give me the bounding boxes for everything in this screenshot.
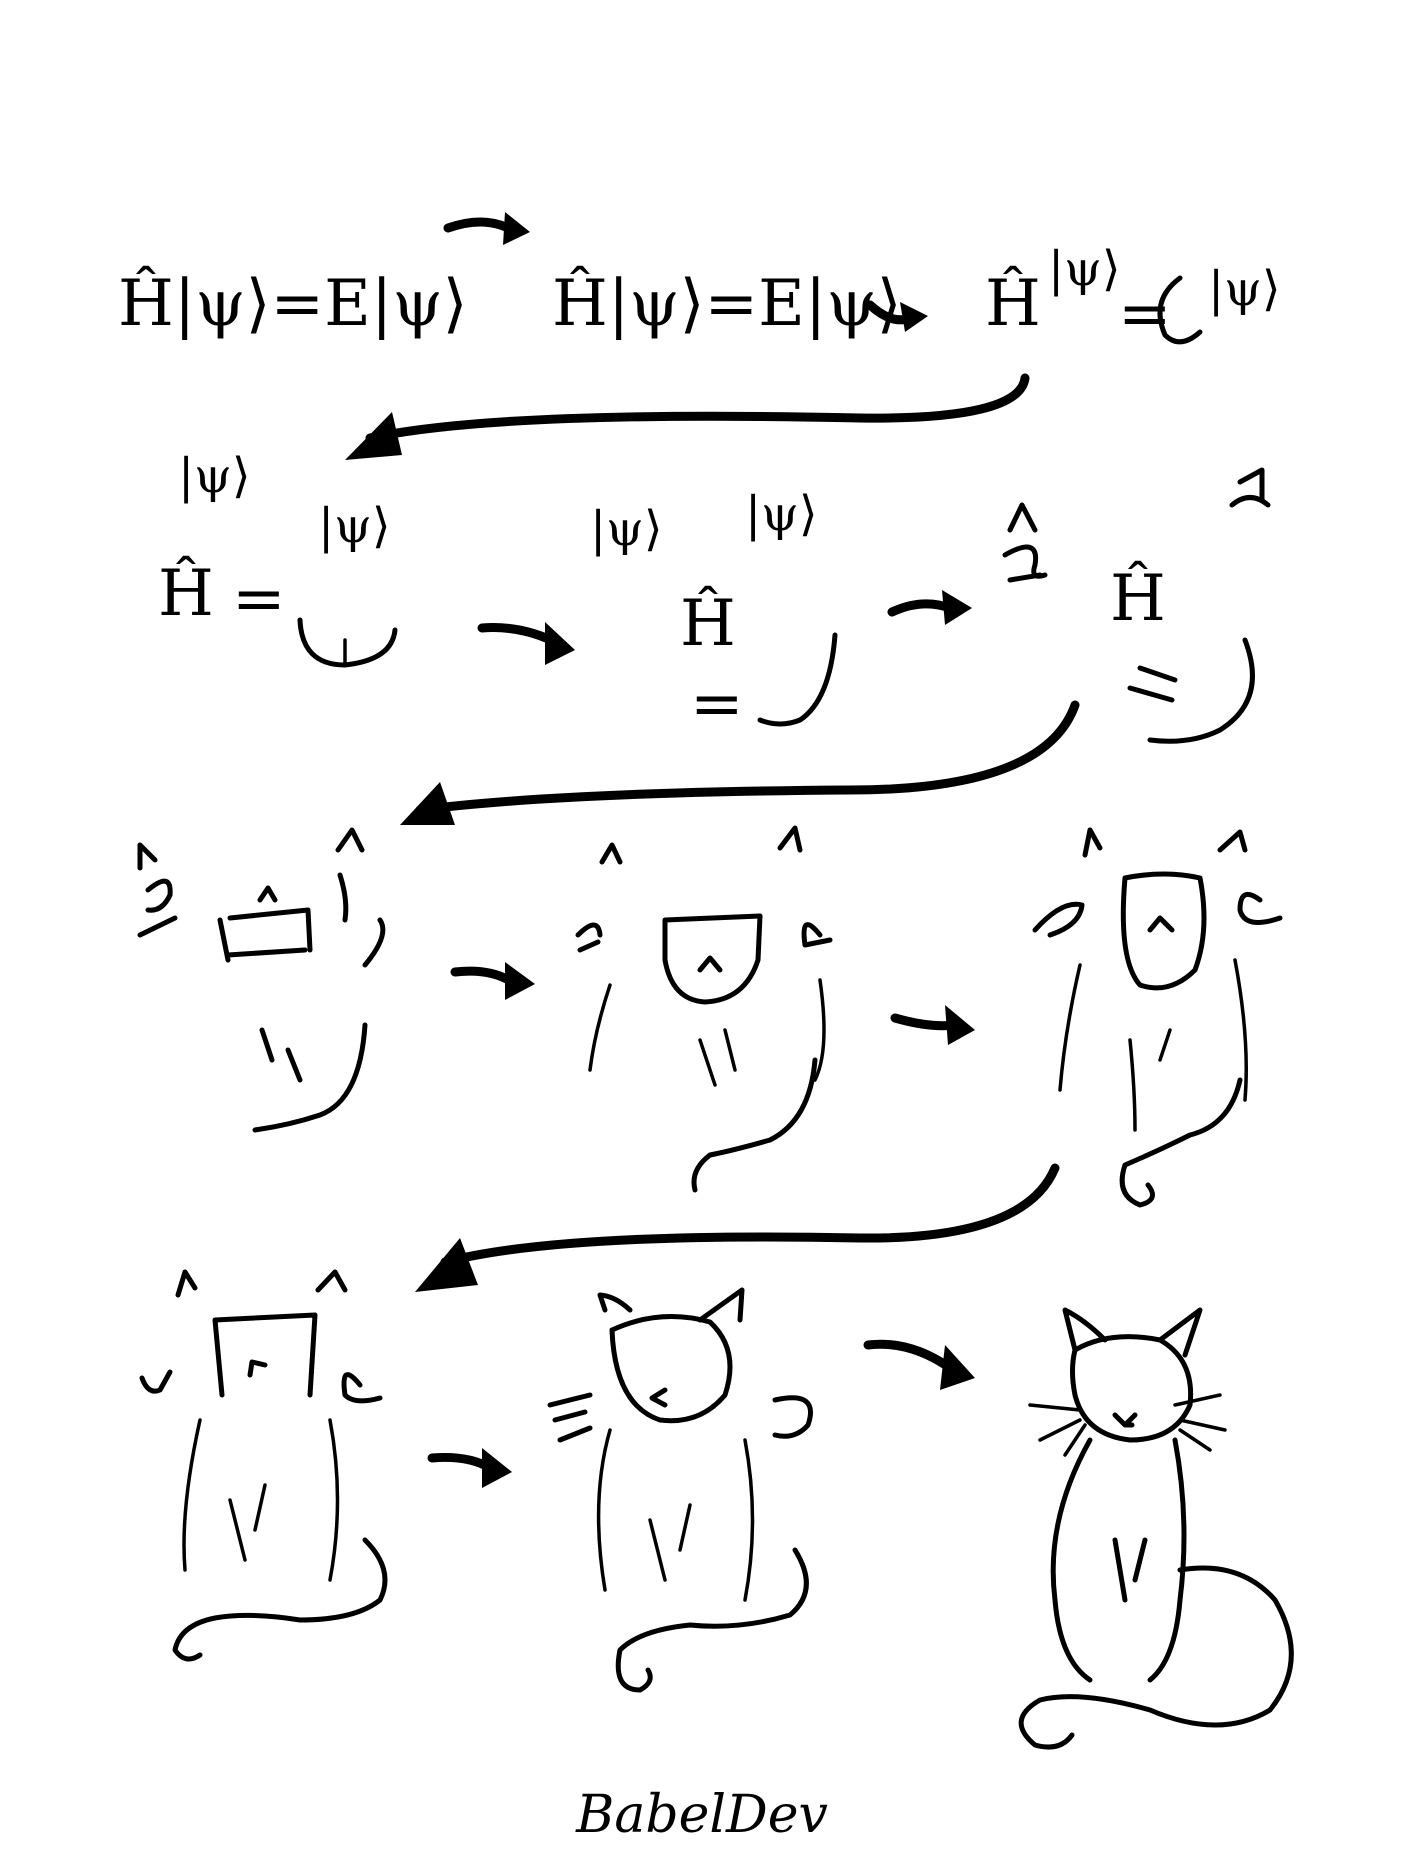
ket-float: |ψ⟩ <box>318 498 391 554</box>
hamiltonian-symbol: Ĥ <box>158 556 214 631</box>
hamiltonian-symbol: Ĥ <box>680 586 736 661</box>
arrow-4 <box>477 622 575 665</box>
ket-float: |ψ⟩ <box>590 501 663 557</box>
ket-float: |ψ⟩ <box>178 448 251 504</box>
arrow-3 <box>345 373 1030 460</box>
stage-5: |ψ⟩ |ψ⟩ Ĥ = <box>590 486 838 741</box>
stage-4: |ψ⟩ Ĥ = |ψ⟩ <box>158 448 398 668</box>
stage-7-cat <box>137 827 386 1133</box>
stage-8-cat <box>575 825 833 1193</box>
cat-sketch-final <box>1018 1307 1294 1750</box>
signature-text: BabelDev <box>575 1785 828 1845</box>
equation-stage-1: Ĥ|ψ⟩=E|ψ⟩ <box>118 266 468 341</box>
stage-9-cat <box>1032 827 1283 1208</box>
arrow-2 <box>865 300 928 332</box>
equation-stage-3: Ĥ |ψ⟩ = |ψ⟩ <box>985 241 1281 351</box>
schrodinger-equation-loose: Ĥ|ψ⟩=E|ψ⟩ <box>552 266 902 341</box>
hamiltonian-symbol: Ĥ <box>985 266 1041 341</box>
equals-sign: = <box>1118 277 1172 351</box>
equals-sign: = <box>232 562 286 636</box>
arrow-8 <box>890 1005 975 1045</box>
stage-11-cat <box>547 1287 814 1693</box>
schrodinger-equation-full: Ĥ|ψ⟩=E|ψ⟩ <box>118 266 468 341</box>
arrow-1 <box>443 212 530 245</box>
ket-raised: |ψ⟩ <box>1048 241 1121 297</box>
equals-sign: = <box>690 667 744 741</box>
stage-10-cat <box>139 1269 388 1662</box>
arrow-5 <box>887 590 972 625</box>
arrow-7 <box>450 962 535 1000</box>
arrow-6 <box>400 700 1080 825</box>
equation-stage-2: Ĥ|ψ⟩=E|ψ⟩ <box>552 266 902 341</box>
hamiltonian-symbol: Ĥ <box>1110 561 1166 636</box>
arrow-11 <box>863 1339 975 1390</box>
signature: BabelDev <box>575 1785 828 1845</box>
ket-float: |ψ⟩ <box>745 486 818 542</box>
stage-6: Ĥ <box>1002 467 1271 744</box>
arrow-10 <box>427 1448 512 1488</box>
arrow-9 <box>415 1163 1060 1292</box>
ket-right: |ψ⟩ <box>1208 261 1281 317</box>
